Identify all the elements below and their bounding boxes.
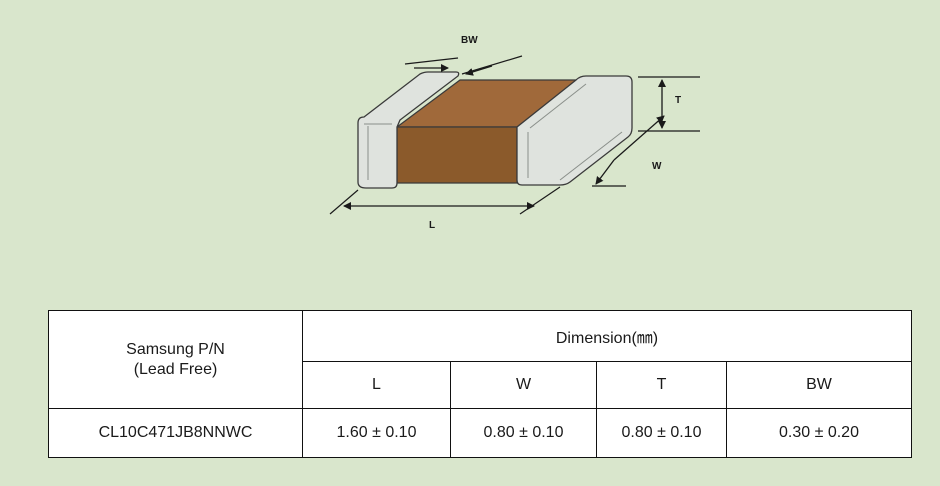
right-terminal — [516, 75, 633, 186]
value-cell-bw: 0.30 ± 0.20 — [726, 408, 912, 458]
l-dimension: L — [329, 186, 561, 231]
dimension-header: Dimension(㎜) — [302, 310, 912, 362]
column-header-w: W — [450, 361, 597, 409]
left-terminal — [357, 71, 460, 189]
column-header-l: L — [302, 361, 451, 409]
bw-dimension: BW — [404, 35, 523, 76]
l-label: L — [429, 220, 435, 231]
table-row: CL10C471JB8NNWC 1.60 ± 0.10 0.80 ± 0.10 … — [48, 408, 912, 458]
column-header-bw: BW — [726, 361, 912, 409]
part-number-cell: CL10C471JB8NNWC — [48, 408, 303, 458]
value-cell-w: 0.80 ± 0.10 — [450, 408, 597, 458]
value-cell-l: 1.60 ± 0.10 — [302, 408, 451, 458]
part-number-header-line2: (Lead Free) — [133, 360, 218, 378]
w-label: W — [652, 161, 662, 172]
t-label: T — [675, 95, 681, 106]
column-header-t: T — [596, 361, 727, 409]
dimension-table: Samsung P/N (Lead Free) Dimension(㎜) L W… — [48, 310, 912, 458]
header-row: Samsung P/N (Lead Free) Dimension(㎜) — [48, 310, 912, 409]
capacitor-dimension-diagram: BW T W L — [329, 35, 700, 231]
t-dimension: T — [638, 76, 700, 132]
bw-label: BW — [461, 35, 478, 46]
body-front-face — [396, 126, 518, 184]
part-number-header: Samsung P/N (Lead Free) — [48, 310, 303, 409]
value-cell-t: 0.80 ± 0.10 — [596, 408, 727, 458]
part-number-header-line1: Samsung P/N — [126, 340, 225, 358]
w-dimension: W — [592, 115, 665, 187]
